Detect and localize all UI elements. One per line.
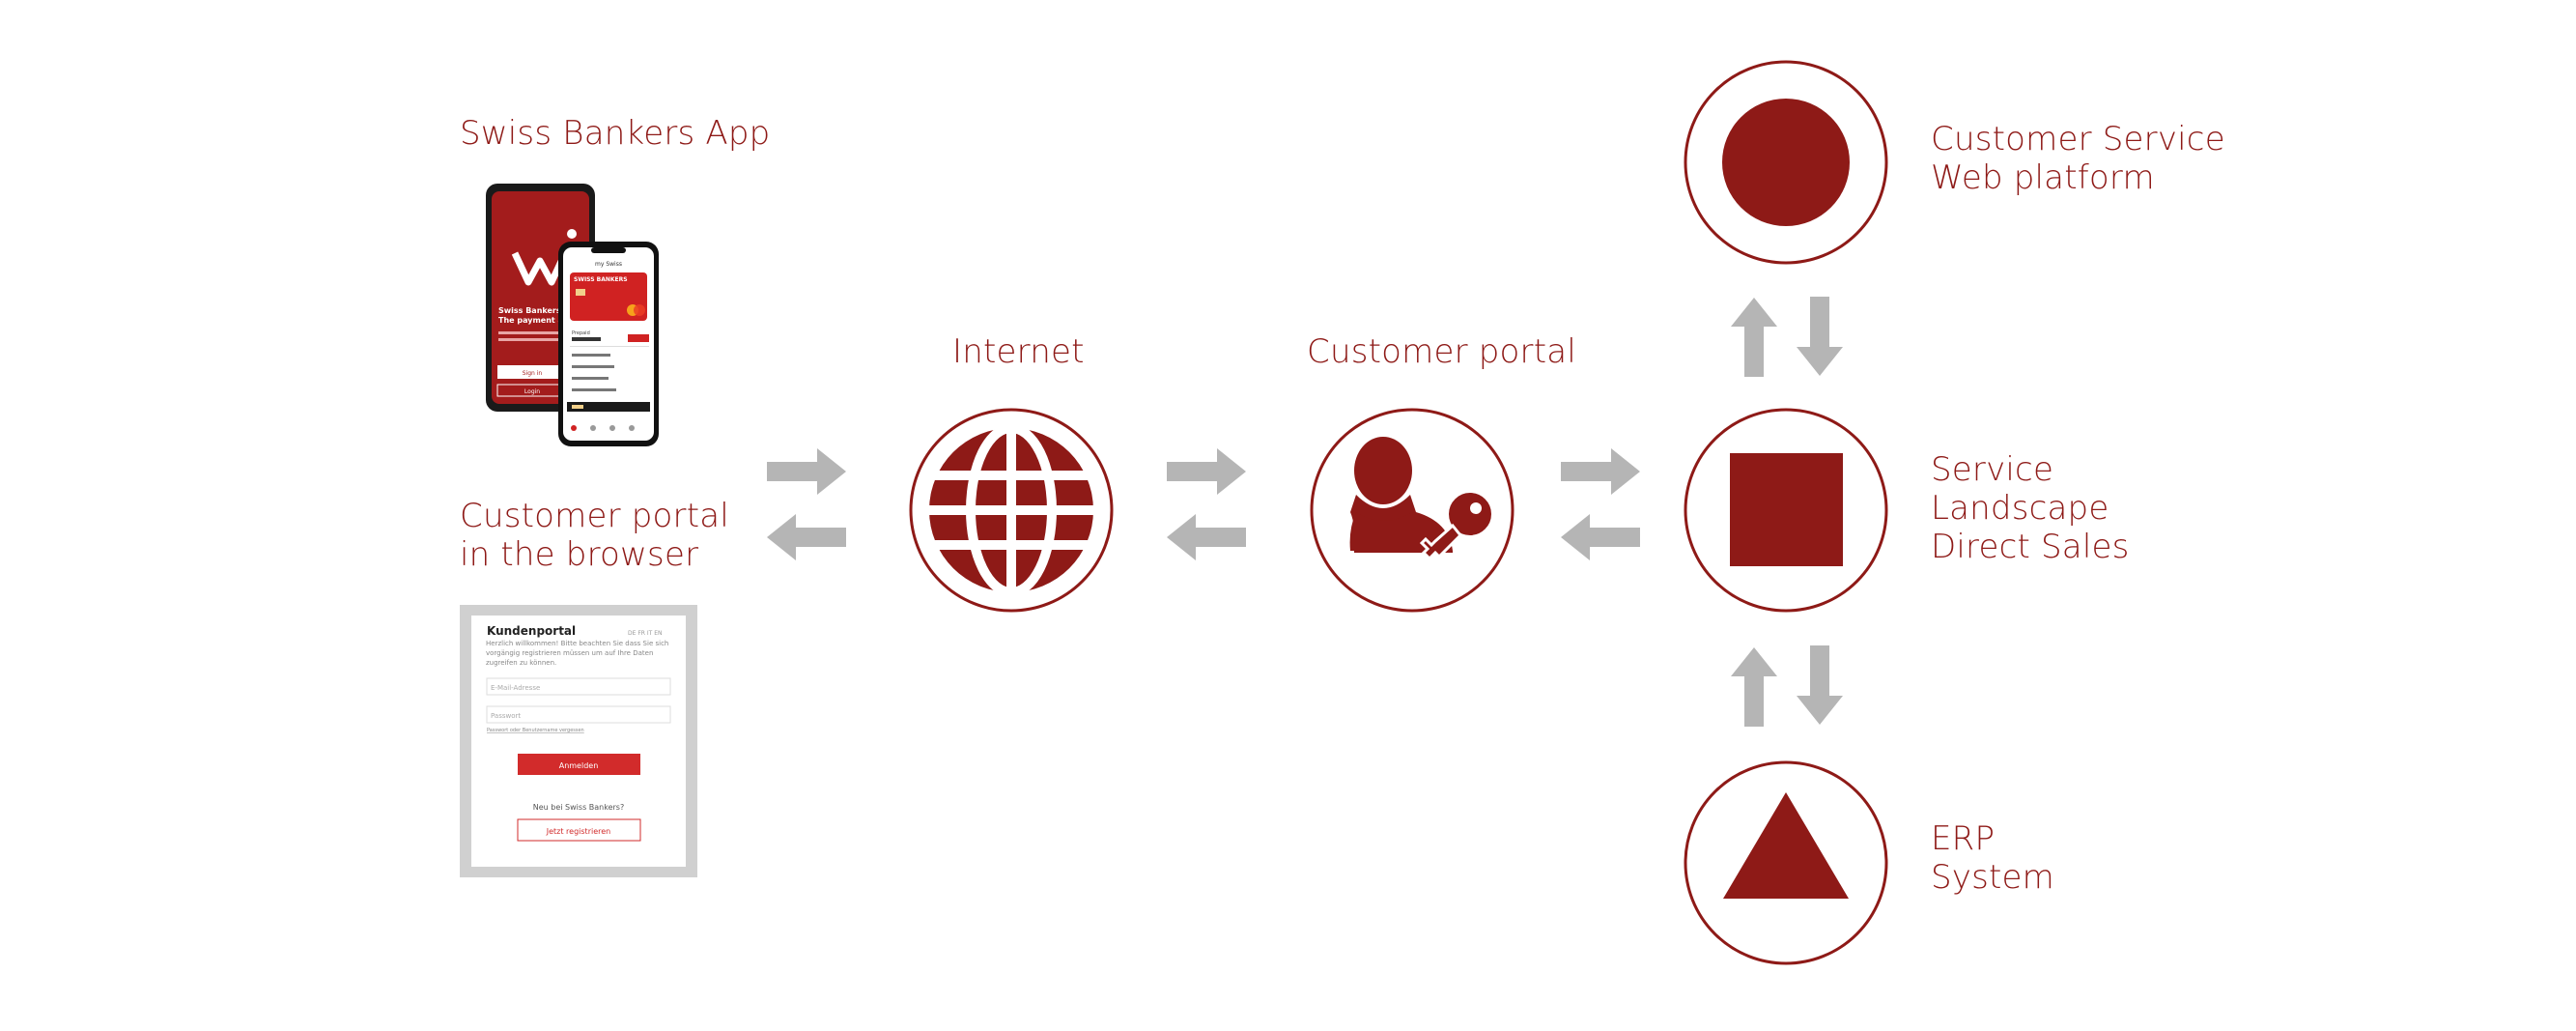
- portal-new-text: Neu bei Swiss Bankers?: [533, 803, 624, 812]
- service-label-line3: Direct Sales: [1931, 528, 2130, 566]
- portal-forgot-link[interactable]: Passwort oder Benutzername vergessen: [487, 728, 584, 733]
- arrow-vertical-group-1: [1731, 297, 1843, 377]
- internet-node: [909, 408, 1114, 613]
- portal-email-field[interactable]: E-Mail-Adresse: [491, 684, 540, 692]
- portal-login-button[interactable]: [518, 754, 640, 775]
- portal-browser-image: Kundenportal DE FR IT EN Herzlich willko…: [460, 605, 697, 877]
- portal-register-label: Jetzt registrieren: [546, 827, 610, 836]
- internet-label: Internet: [952, 332, 1085, 371]
- browser-label-line2: in the browser: [460, 535, 699, 574]
- arrow-right-1: [767, 448, 846, 495]
- portal-intro: Herzlich willkommen! Bitte beachten Sie …: [486, 640, 669, 667]
- erp-node: [1684, 760, 1888, 965]
- phone-back-button1: Sign in: [523, 370, 543, 377]
- service-label-line2: Landscape: [1931, 489, 2109, 528]
- filled-square-icon: [1730, 453, 1843, 566]
- phone-front: my Swiss SWISS BANKERS Prepaid: [558, 242, 659, 446]
- app-label: Swiss Bankers App: [460, 114, 771, 153]
- user-key-icon: [1349, 437, 1495, 561]
- erp-label-line1: ERP: [1931, 819, 1996, 858]
- phone-back-headline2: The payment ap: [498, 316, 569, 325]
- service-node: [1684, 408, 1888, 613]
- phone-front-brand: SWISS BANKERS: [574, 276, 628, 283]
- phone-back-headline1: Swiss Bankers.: [498, 306, 564, 315]
- arrow-up-2: [1731, 647, 1777, 727]
- globe-icon: [929, 423, 1093, 597]
- csw-label: Customer Service Web platform: [1931, 120, 2225, 197]
- arrow-down-1: [1797, 297, 1843, 376]
- erp-label-line2: System: [1931, 858, 2054, 897]
- portal-password-field[interactable]: Passwort: [491, 712, 521, 720]
- erp-label: ERP System: [1931, 819, 2054, 897]
- phone-front-header: my Swiss: [595, 261, 622, 268]
- csw-label-line1: Customer Service: [1931, 120, 2225, 158]
- arrow-left-group-1: [767, 448, 846, 560]
- customer-portal-node: [1310, 408, 1514, 613]
- arrow-left-1: [767, 514, 846, 560]
- service-label-line1: Service: [1931, 450, 2054, 489]
- arrow-up-1: [1731, 298, 1777, 377]
- customer-portal-label: Customer portal: [1307, 332, 1576, 371]
- arrow-vertical-group-2: [1731, 645, 1843, 727]
- csw-label-line2: Web platform: [1931, 158, 2155, 197]
- filled-circle-icon: [1722, 99, 1850, 226]
- arrow-right-2: [1167, 448, 1246, 495]
- phone-front-card-label: Prepaid: [572, 330, 590, 336]
- arrow-left-3: [1561, 514, 1640, 560]
- portal-login-label: Anmelden: [559, 761, 599, 770]
- arrow-down-2: [1797, 645, 1843, 725]
- arrow-right-3: [1561, 448, 1640, 495]
- browser-label-line1: Customer portal: [460, 497, 729, 535]
- service-label: Service Landscape Direct Sales: [1931, 450, 2130, 566]
- browser-label: Customer portal in the browser: [460, 497, 729, 574]
- app-phones-image: Swiss Bankers. The payment ap Sign in Lo…: [486, 184, 659, 446]
- arrow-group-2: [1167, 448, 1246, 560]
- phone-back-button2: Login: [524, 388, 540, 395]
- csw-node: [1684, 60, 1888, 265]
- filled-triangle-icon: [1723, 792, 1849, 899]
- portal-title: Kundenportal: [487, 624, 576, 638]
- portal-lang-switch: DE FR IT EN: [628, 630, 662, 637]
- arrow-group-3: [1561, 448, 1640, 560]
- arrow-left-2: [1167, 514, 1246, 560]
- portal-register-button[interactable]: [517, 818, 641, 842]
